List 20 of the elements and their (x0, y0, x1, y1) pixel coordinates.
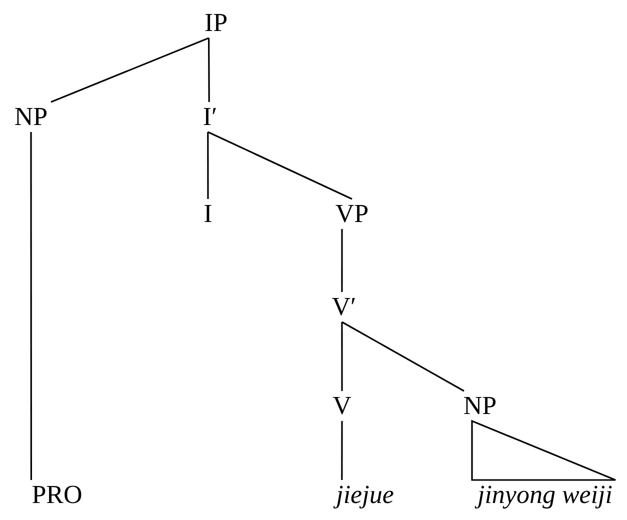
category-label: I (204, 199, 212, 229)
category-label: NP (463, 391, 497, 421)
category-label: NP (14, 102, 48, 132)
tree-branch (207, 132, 209, 199)
category-label: V′ (332, 292, 356, 322)
word-label: jinyong weiji (477, 480, 613, 510)
category-label: VP (335, 199, 369, 229)
tree-branch (341, 421, 343, 480)
tree-branch (30, 132, 32, 480)
category-label: V (332, 391, 352, 421)
tree-branch (50, 37, 210, 103)
tree-branch (342, 321, 464, 392)
tree-branch (208, 131, 352, 200)
tree-branch (341, 229, 343, 292)
tree-branch (341, 322, 343, 391)
category-label: PRO (32, 480, 82, 510)
category-label: IP (204, 8, 228, 38)
tree-branch (208, 38, 210, 102)
category-label: I′ (202, 102, 218, 132)
triangle-branch (471, 420, 616, 481)
